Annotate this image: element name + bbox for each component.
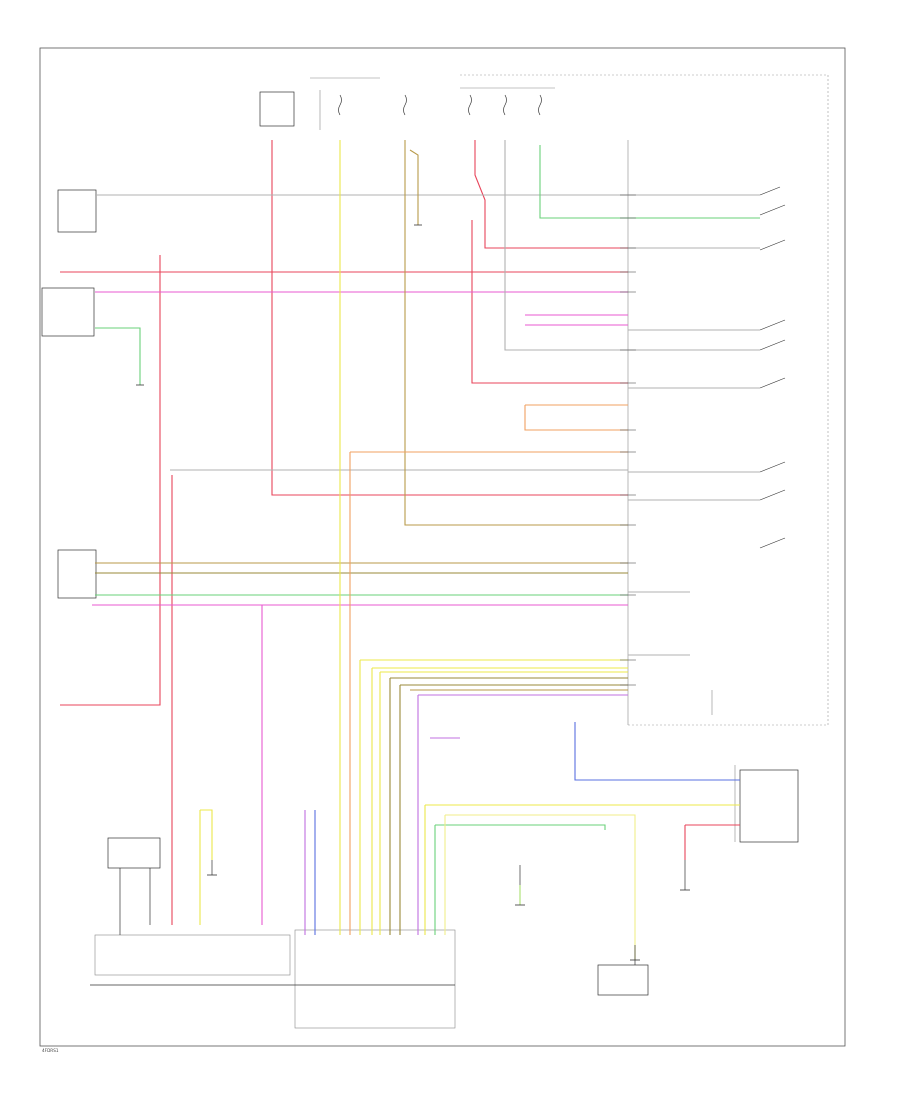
- fuse-symbol-5: [538, 94, 542, 116]
- wires: [60, 140, 760, 986]
- wire-violet-1: [417, 694, 628, 935]
- wire-olive-2: [389, 677, 628, 935]
- module-bottom-right: [597, 964, 649, 996]
- wire-red-2: [474, 140, 628, 249]
- ground-symbols: [136, 224, 690, 961]
- switch-component-mid-left: [41, 287, 95, 337]
- switch-component-top-left: [57, 189, 97, 233]
- wire-yellow-3: [371, 667, 628, 935]
- sensor-component-bottom-left: [107, 837, 161, 869]
- wire-yellow-9: [200, 809, 213, 860]
- switch-symbols-right: [759, 186, 786, 549]
- wire-red-5: [60, 255, 161, 706]
- wire-tan-2: [409, 149, 419, 225]
- wire-red-1: [271, 140, 628, 496]
- wire-green-1: [539, 145, 628, 219]
- wire-tan-1: [404, 140, 628, 526]
- module-boundary: [460, 74, 829, 726]
- wire-green-5: [435, 824, 606, 830]
- wire-red-7: [684, 824, 740, 860]
- sensor-component-left: [57, 549, 97, 599]
- wire-yellow-7: [445, 814, 636, 960]
- fuse-symbol-2: [403, 94, 407, 116]
- fuse-symbol-3: [468, 94, 472, 116]
- relay-box: [259, 91, 295, 127]
- fuse-symbol-4: [503, 94, 507, 116]
- wire-blue-1: [574, 722, 740, 781]
- wire-olive-1: [399, 684, 628, 935]
- diagram-frame: [39, 47, 846, 1047]
- wire-yellow-4: [379, 671, 628, 935]
- wire-yellow-2: [359, 659, 628, 935]
- ground-strip: [94, 934, 291, 976]
- connector-ticks: [620, 194, 636, 686]
- wire-red-3: [471, 220, 628, 384]
- wire-orange-2: [524, 405, 628, 431]
- wire-green-4: [95, 327, 141, 385]
- footer-note: 4FDRS1: [42, 1048, 59, 1053]
- connector-block-bottom: [294, 929, 456, 1029]
- wire-gray-1: [504, 140, 628, 351]
- actuator-component: [739, 769, 799, 843]
- fuse-symbol-1: [338, 94, 342, 116]
